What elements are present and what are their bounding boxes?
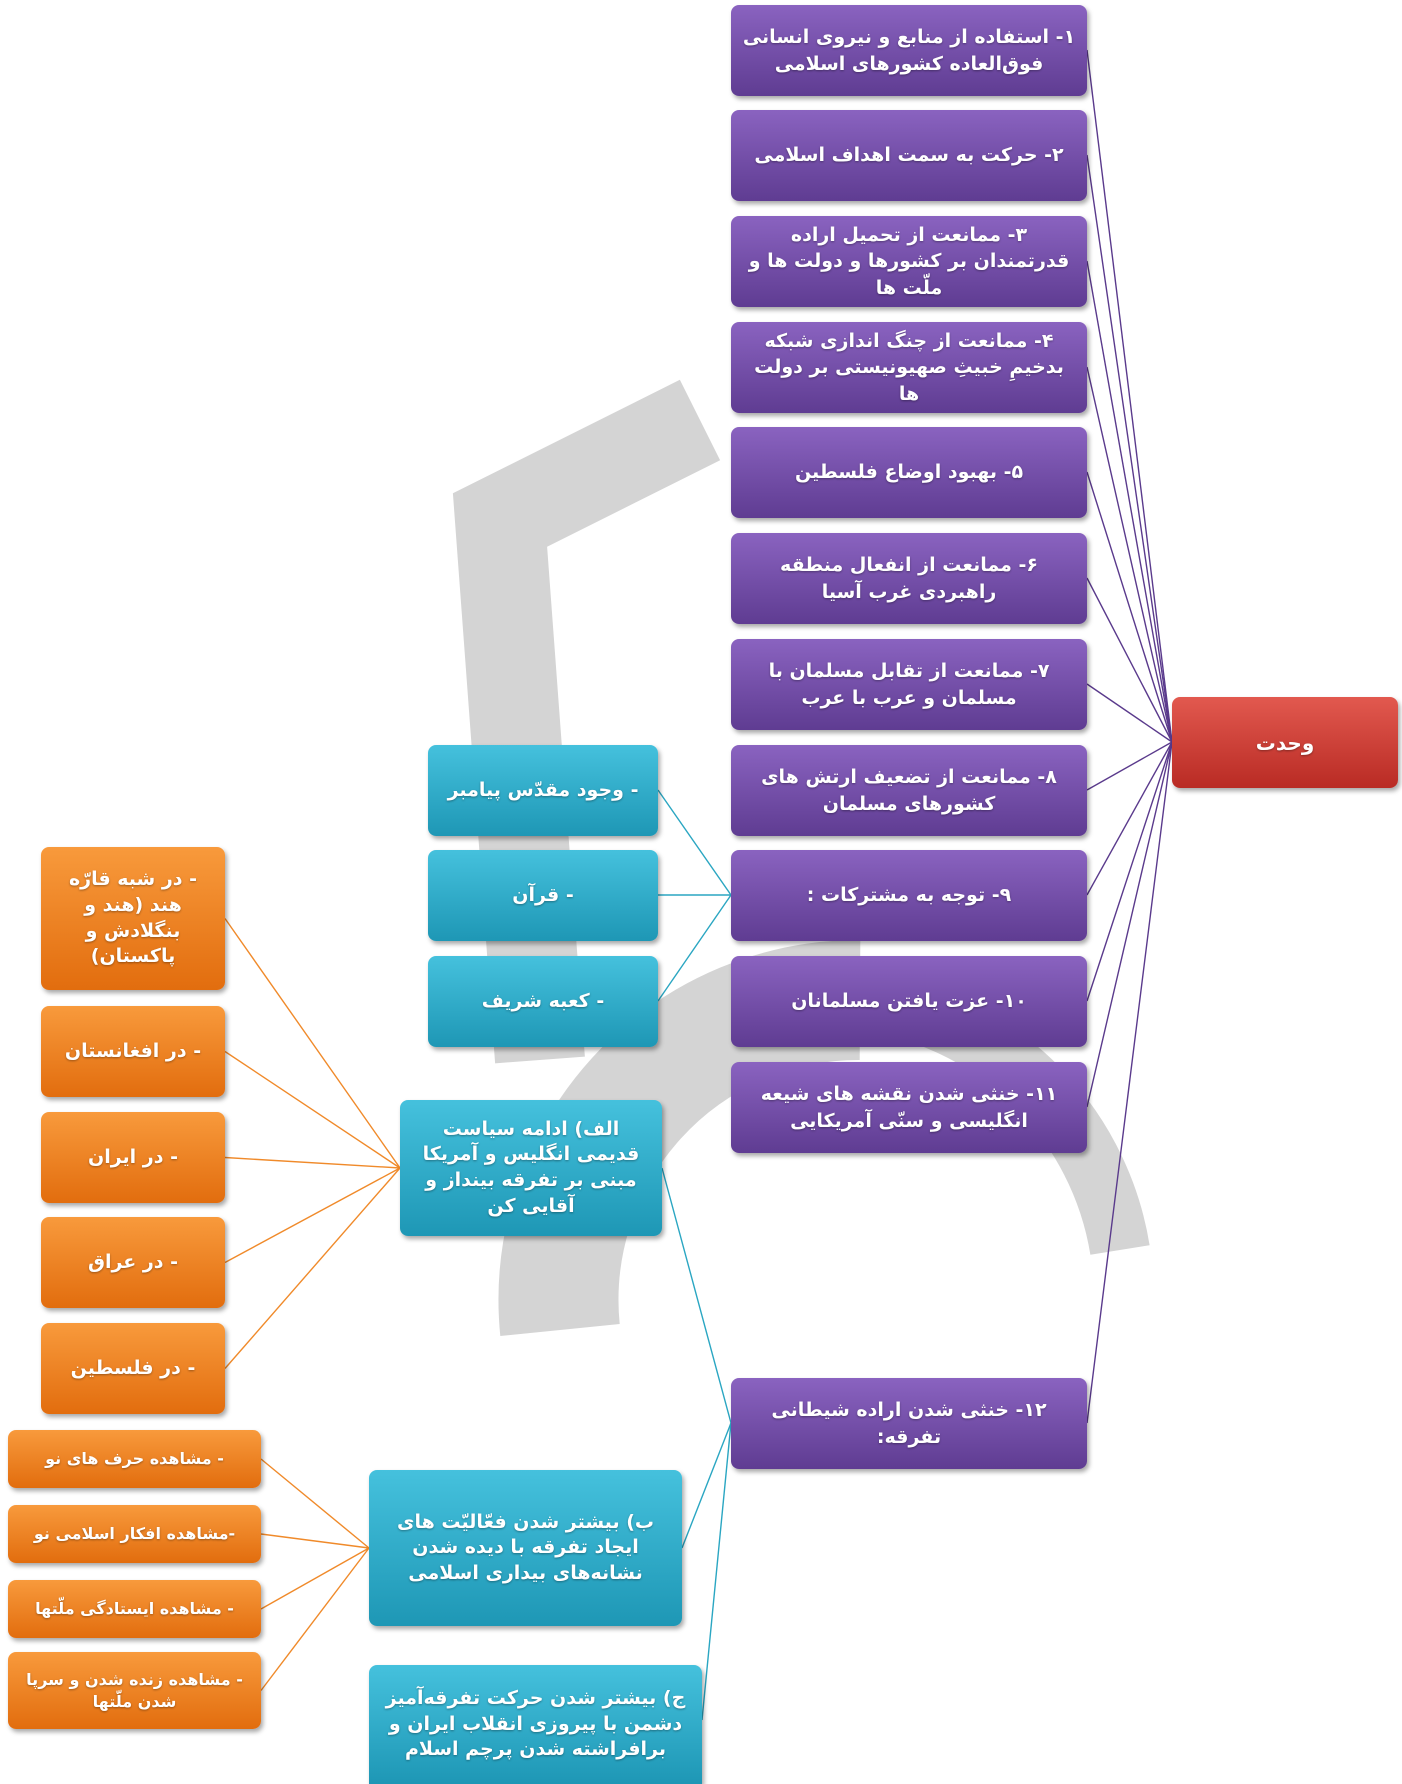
link-division-b-sign-3: [260, 1547, 370, 1610]
commonality-prophet[interactable]: - وجود مقدّس پیامبر: [428, 745, 658, 836]
link-division-a-region-4: [224, 1167, 401, 1264]
link-root-goal-3: [1086, 260, 1173, 743]
link-root-goal-4: [1086, 366, 1173, 743]
link-goal12-division-c: [701, 1422, 732, 1721]
link-division-b-sign-1: [260, 1458, 370, 1549]
region-palestine[interactable]: - در فلسطین: [41, 1323, 225, 1414]
link-root-goal-2: [1086, 154, 1173, 743]
link-division-a-region-2: [224, 1050, 401, 1169]
goal-5[interactable]: ۵- بهبود اوضاع فلسطین: [731, 427, 1087, 518]
link-division-b-sign-2: [260, 1533, 370, 1549]
region-iran[interactable]: - در ایران: [41, 1112, 225, 1203]
link-root-goal-1: [1086, 49, 1173, 743]
goal-10[interactable]: ۱۰- عزت یافتن مسلمانان: [731, 956, 1087, 1047]
link-division-b-sign-4: [260, 1547, 370, 1691]
division-b[interactable]: ب) بیشتر شدن فعّالیّت های ایجاد تفرقه با…: [369, 1470, 682, 1626]
goal-7[interactable]: ۷- ممانعت از تقابل مسلمان با مسلمان و عر…: [731, 639, 1087, 730]
commonality-quran[interactable]: - قرآن: [428, 850, 658, 941]
link-root-goal-6: [1086, 577, 1173, 743]
link-root-goal-10: [1086, 741, 1173, 1002]
link-root-goal-12: [1086, 741, 1173, 1424]
sign-new-ideas[interactable]: -مشاهده افکار اسلامی نو: [8, 1505, 261, 1563]
link-goal9-commonality-3: [657, 894, 732, 1002]
sign-new-words[interactable]: - مشاهده حرف های نو: [8, 1430, 261, 1488]
division-c[interactable]: ج) بیشتر شدن حرکت تفرقه‌آمیز دشمن با پیر…: [369, 1665, 702, 1784]
goal-11[interactable]: ۱۱- خنثی شدن نقشه های شیعه انگلیسی و سنّ…: [731, 1062, 1087, 1153]
goal-6[interactable]: ۶- ممانعت از انفعال منطقه راهبردی غرب آس…: [731, 533, 1087, 624]
commonality-kaaba[interactable]: - کعبه شریف: [428, 956, 658, 1047]
region-iraq[interactable]: - در عراق: [41, 1217, 225, 1308]
goal-8[interactable]: ۸- ممانعت از تضعیف ارتش های کشورهای مسلم…: [731, 745, 1087, 836]
link-root-goal-11: [1086, 741, 1173, 1108]
region-subcontinent[interactable]: - در شبه قارّه هند (هند و بنگلادش و پاکس…: [41, 847, 225, 990]
link-goal12-division-b: [681, 1422, 732, 1549]
root-node-unity[interactable]: وحدت: [1172, 697, 1398, 788]
link-root-goal-7: [1086, 683, 1173, 743]
link-root-goal-8: [1086, 741, 1173, 791]
goal-3[interactable]: ۳- ممانعت از تحمیل اراده قدرتمندان بر کش…: [731, 216, 1087, 307]
link-division-a-region-1: [224, 918, 401, 1169]
sign-resistance[interactable]: - مشاهده ایستادگی ملّتها: [8, 1580, 261, 1638]
region-afghanistan[interactable]: - در افغانستان: [41, 1006, 225, 1097]
division-a[interactable]: الف) ادامه سیاست قدیمی انگلیس و آمریکا م…: [400, 1100, 662, 1236]
link-root-goal-9: [1086, 741, 1173, 896]
goal-9[interactable]: ۹- توجه به مشترکات :: [731, 850, 1087, 941]
link-root-goal-5: [1086, 471, 1173, 743]
link-goal9-commonality-1: [657, 789, 732, 896]
goal-1[interactable]: ۱- استفاده از منابع و نیروی انسانی فوق‌ا…: [731, 5, 1087, 96]
link-division-a-region-5: [224, 1167, 401, 1369]
goal-2[interactable]: ۲- حرکت به سمت اهداف اسلامی: [731, 110, 1087, 201]
goal-4[interactable]: ۴- ممانعت از چنگ اندازی شبکه بدخیمِ خبیث…: [731, 322, 1087, 413]
link-goal12-division-a: [661, 1167, 732, 1424]
goal-12[interactable]: ۱۲- خنثی شدن اراده شیطانی تفرقه:: [731, 1378, 1087, 1469]
link-division-a-region-3: [224, 1156, 401, 1169]
sign-revival[interactable]: - مشاهده زنده شدن و سرپا شدن ملّتها: [8, 1652, 261, 1729]
